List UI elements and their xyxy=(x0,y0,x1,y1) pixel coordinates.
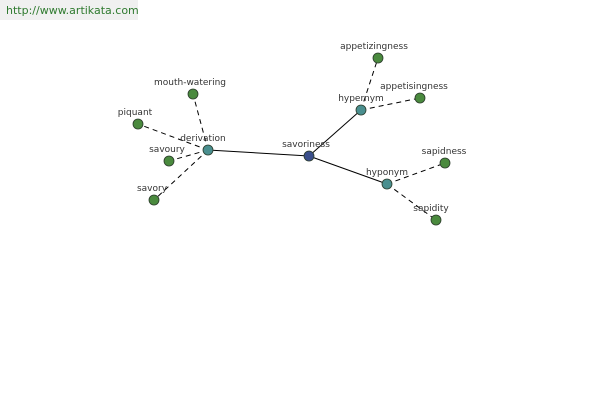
word-node-sapidity[interactable] xyxy=(430,214,442,226)
edge-root-hyponym xyxy=(308,155,388,185)
word-node-appetizingness[interactable] xyxy=(372,52,384,64)
word-node-savory[interactable] xyxy=(148,194,160,206)
word-node-savoury[interactable] xyxy=(163,155,175,167)
watermark-bar: http://www.artikata.com xyxy=(0,0,139,20)
relation-node-hyponym[interactable] xyxy=(381,178,393,190)
edge-hyponym-sapidness xyxy=(386,162,446,185)
edge-derivation-savoury xyxy=(168,149,209,162)
edge-hyponym-sapidity xyxy=(386,183,437,221)
relation-node-hypernym[interactable] xyxy=(355,104,367,116)
relation-node-derivation[interactable] xyxy=(202,144,214,156)
word-node-appetisingness[interactable] xyxy=(414,92,426,104)
graph-edges xyxy=(137,57,446,221)
edge-derivation-savory xyxy=(153,149,209,201)
word-node-piquant[interactable] xyxy=(132,118,144,130)
edge-root-hypernym xyxy=(308,109,362,157)
word-label-savory: savory xyxy=(137,184,168,194)
word-label-piquant: piquant xyxy=(118,108,153,118)
word-node-mouth-watering[interactable] xyxy=(187,88,199,100)
word-label-appetisingness: appetisingness xyxy=(380,82,448,92)
edge-derivation-mouth-watering xyxy=(192,93,209,151)
relation-label-hyponym: hyponym xyxy=(366,168,408,178)
word-label-mouth-watering: mouth-watering xyxy=(154,78,226,88)
edge-hypernym-appetizingness xyxy=(360,57,379,111)
root-node-savoriness[interactable] xyxy=(303,150,315,162)
root-label-savoriness: savoriness xyxy=(282,140,330,150)
graph-nodes xyxy=(132,52,451,226)
word-label-appetizingness: appetizingness xyxy=(340,42,408,52)
site-url-link[interactable]: http://www.artikata.com xyxy=(6,4,139,17)
word-label-sapidness: sapidness xyxy=(422,147,467,157)
graph-labels: savoriness derivation mouth-watering piquan… xyxy=(118,42,467,214)
edge-derivation-piquant xyxy=(137,123,209,151)
word-label-sapidity: sapidity xyxy=(413,204,449,214)
word-node-sapidness[interactable] xyxy=(439,157,451,169)
word-label-savoury: savoury xyxy=(149,145,185,155)
edge-root-derivation xyxy=(207,149,310,157)
relation-label-derivation: derivation xyxy=(180,134,226,144)
relation-label-hypernym: hypernym xyxy=(338,94,384,104)
edge-hypernym-appetisingness xyxy=(360,97,421,111)
